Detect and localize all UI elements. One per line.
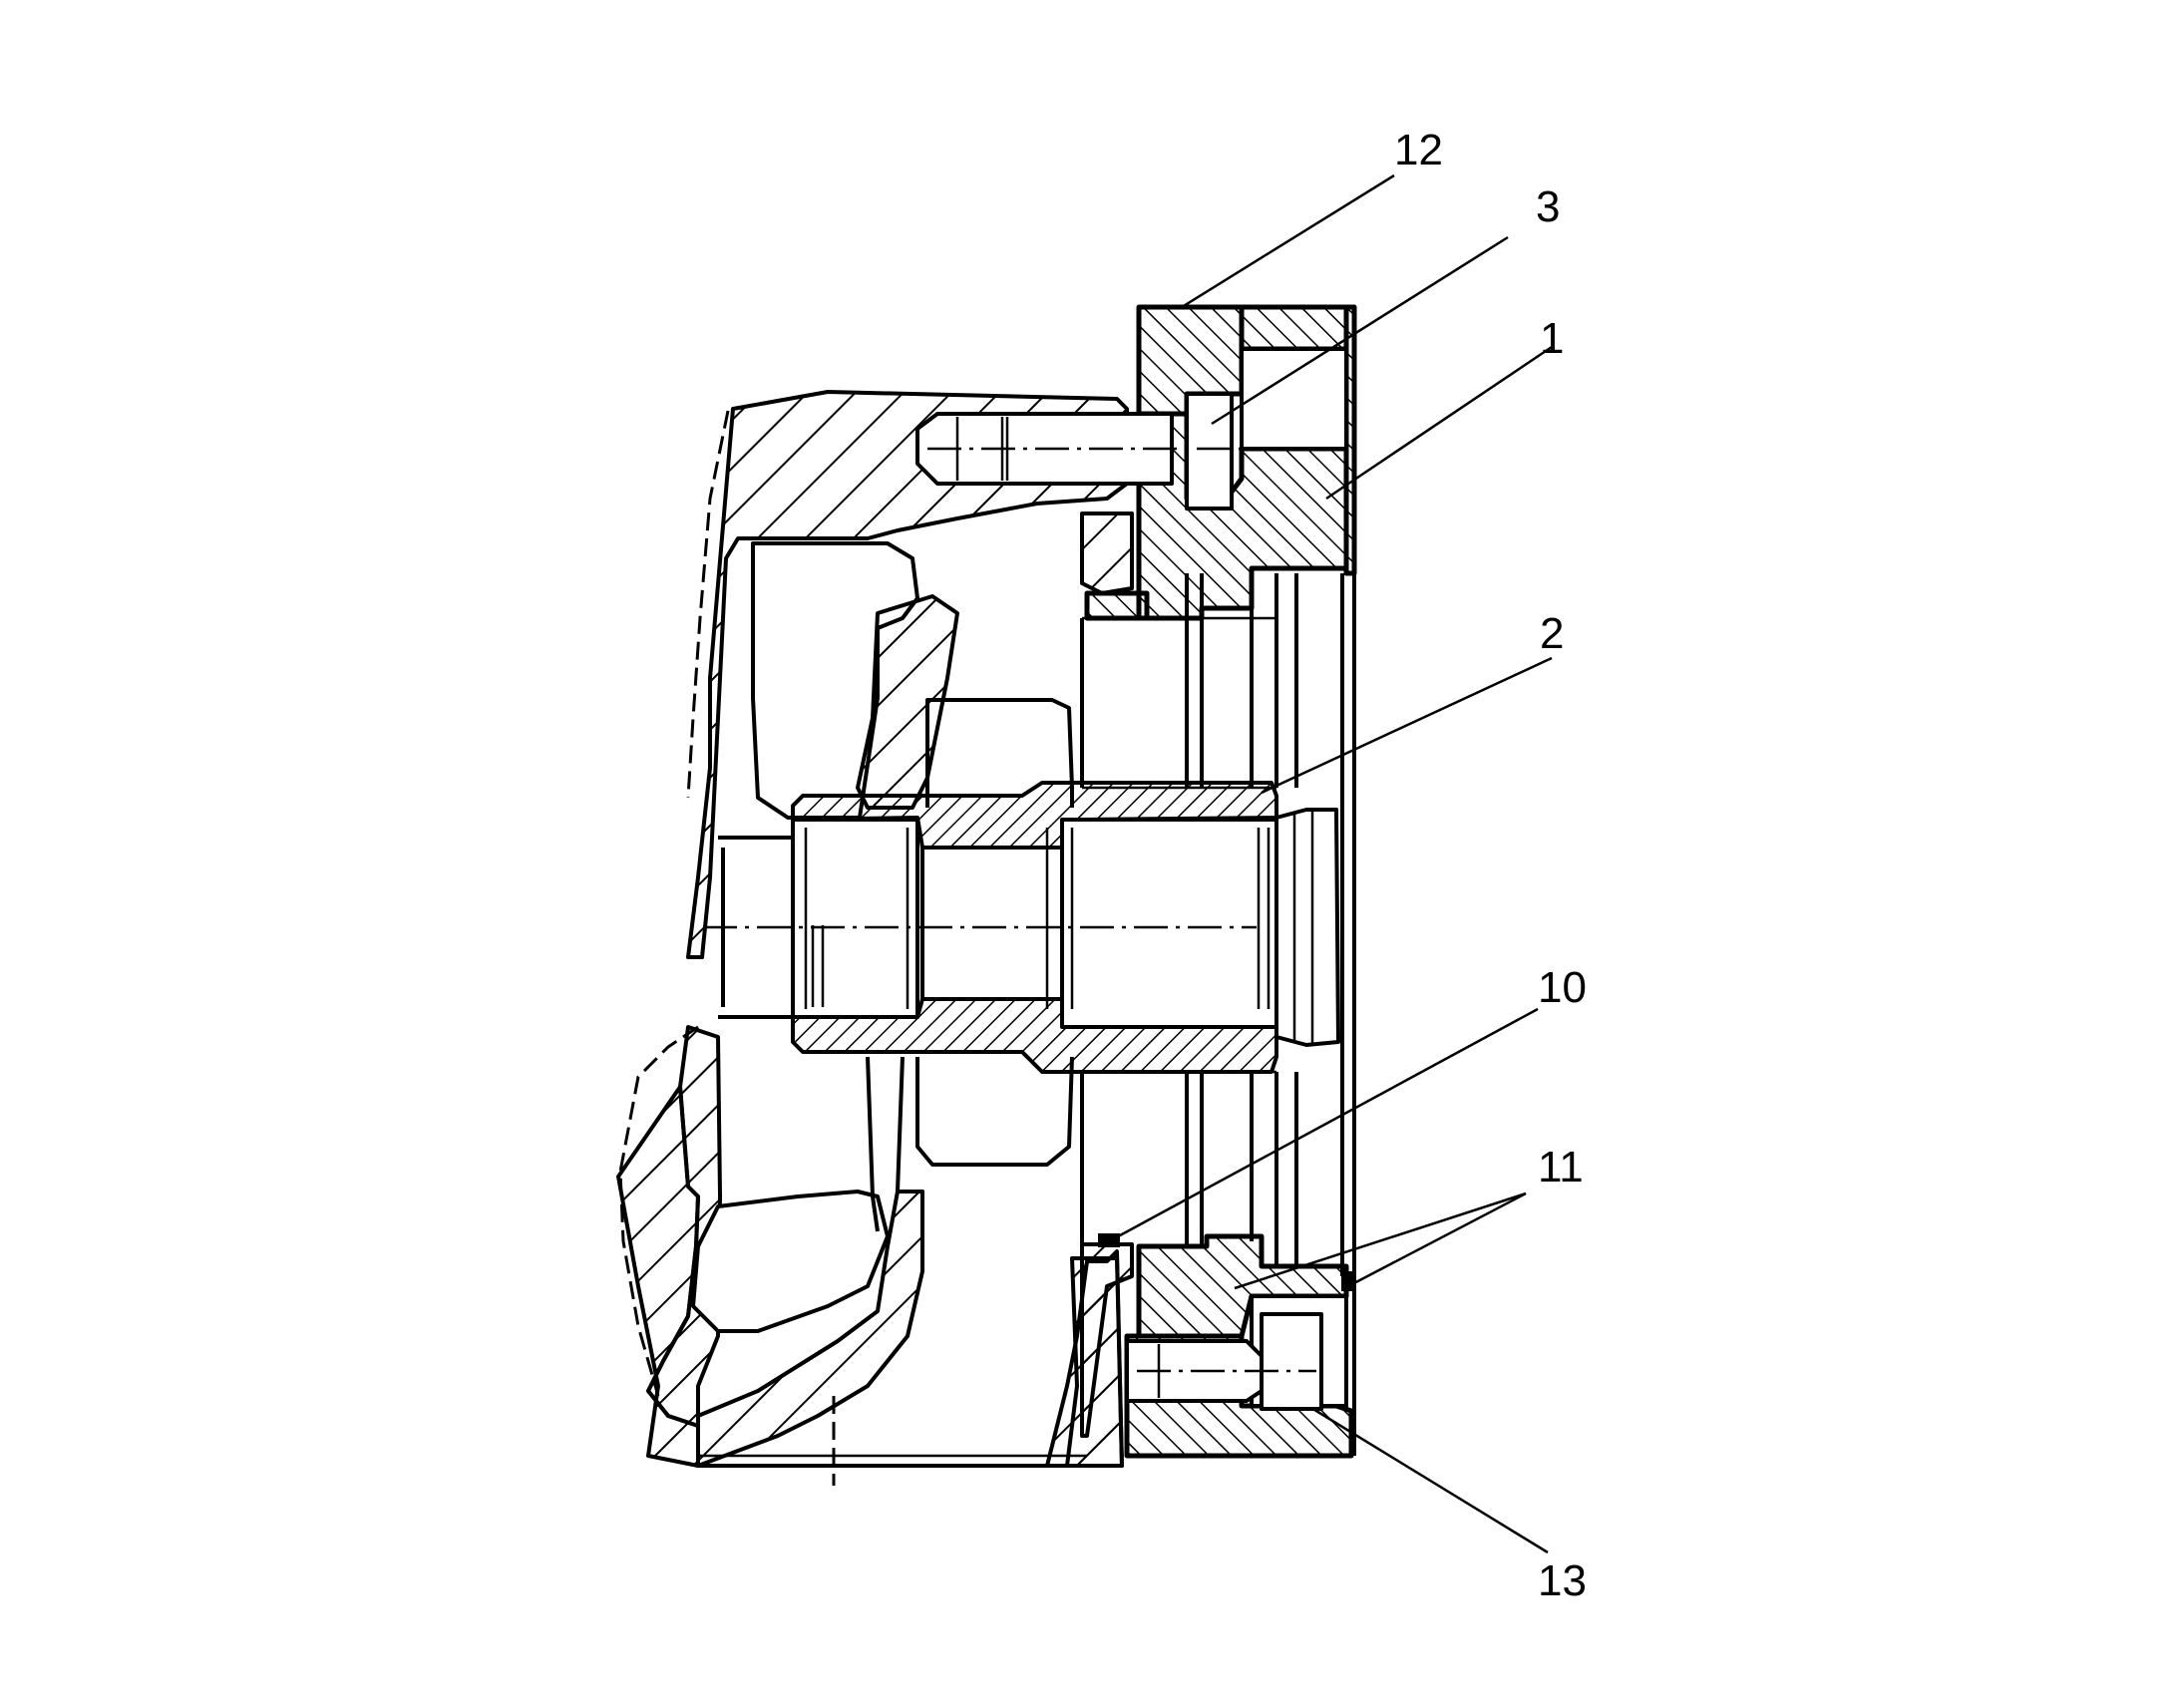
leader-10 (1108, 1007, 1539, 1243)
leader-1 (1325, 345, 1553, 501)
cover-wall-right-line (1340, 307, 1356, 1456)
cover-inner-lines-upper (1080, 573, 1298, 788)
leader-3 (1211, 235, 1509, 426)
bolt-3-head (1185, 392, 1234, 511)
leader-11a (1234, 1192, 1527, 1290)
sleeve-bore-mid (920, 846, 1064, 1001)
sleeve-inner-short (811, 925, 825, 1007)
ref-label-13: 13 (1538, 1556, 1587, 1605)
housing-outer-lower (618, 1025, 699, 1397)
ref-label-2: 2 (1540, 609, 1564, 658)
shaft-end-spline (1274, 808, 1340, 1047)
sleeve-2 (703, 781, 1340, 1074)
bolt-pocket-upper (1240, 347, 1348, 451)
shaft-end-spline-lines (1292, 810, 1314, 1043)
ref-label-10: 10 (1538, 963, 1587, 1012)
bolt-13 (1125, 1312, 1323, 1411)
seal-upper (1080, 512, 1134, 595)
reference-numerals: 12 3 1 2 10 11 13 (1394, 126, 1587, 1605)
leader-13 (1310, 1406, 1549, 1554)
housing-outer-edge (686, 410, 730, 799)
housing (616, 390, 1129, 1486)
housing-bore-wall-lower (915, 1056, 1074, 1167)
cover-inner-lines-lower (1080, 1072, 1298, 1266)
sleeve-bore-right (1060, 818, 1278, 1029)
leader-lines (1108, 173, 1553, 1554)
bolt-13-head (1260, 1312, 1323, 1411)
bolt-3 (915, 392, 1326, 511)
leader-12 (1181, 173, 1395, 309)
ref-label-11: 11 (1538, 1143, 1584, 1192)
leader-11b (1347, 1192, 1527, 1288)
ref-label-1: 1 (1540, 314, 1564, 363)
cover-upper-part-1 (1239, 304, 1349, 352)
seal-lower-face (1065, 1256, 1124, 1468)
housing-web-lower (866, 1056, 905, 1232)
housing-rib-upper (856, 594, 959, 810)
leader-2 (1261, 656, 1553, 795)
housing-inner-cavity-lower (691, 1190, 890, 1333)
housing-lower-body (616, 1085, 700, 1468)
ref-label-12: 12 (1394, 126, 1443, 174)
cover-inner-cross-upper (1082, 616, 1276, 790)
gasket-11-right (1341, 1271, 1355, 1291)
seal-upper-base (1084, 590, 1150, 621)
sleeve-inner-lines (804, 828, 1271, 1009)
housing-bottom-arc (696, 1190, 924, 1468)
ref-label-3: 3 (1536, 182, 1560, 231)
